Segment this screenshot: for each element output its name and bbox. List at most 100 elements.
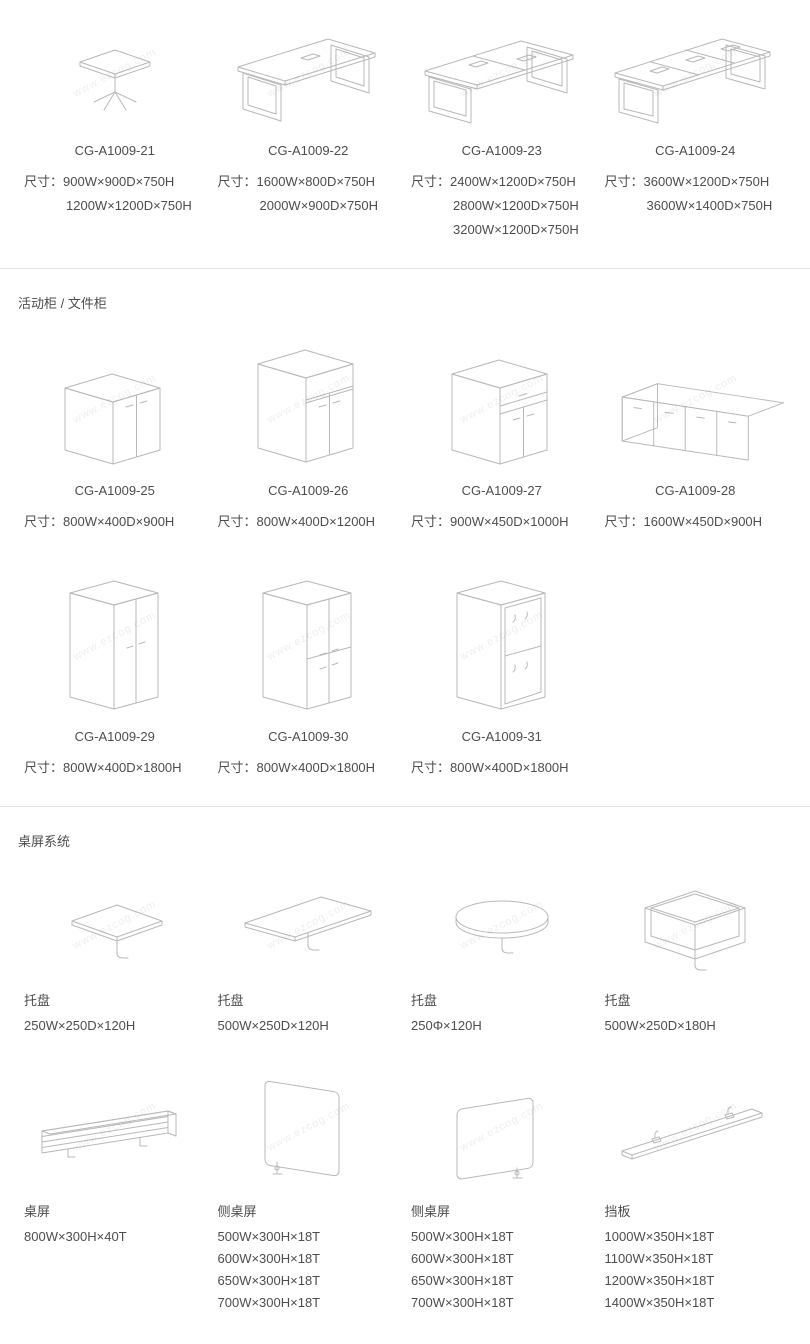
product-code: CG-A1009-29 [74, 729, 155, 744]
image-baffle-panel [621, 1106, 763, 1160]
product-figure: www.ezcog.com [24, 338, 206, 470]
dimension-line: 尺寸：800W×400D×1200H [218, 510, 400, 534]
product-code: CG-A1009-28 [655, 483, 736, 498]
dimension-prefix: 尺寸： [411, 514, 451, 529]
dimension-text: 1000W×350H×18T [604, 1229, 715, 1244]
cabinets-row-2: www.ezcog.com CG-A1009-29 尺寸：800W×400D×1… [18, 568, 792, 780]
dimension-line: 700W×300H×18T [218, 1292, 400, 1314]
product-dimensions: 尺寸：800W×400D×1200H [218, 510, 400, 534]
product-card: www.ezcog.com CG-A1009-23 [405, 22, 599, 242]
product-dimensions: 尺寸：800W×400D×1800H [24, 756, 206, 780]
dimension-prefix: 尺寸： [217, 174, 257, 189]
dimension-line: 尺寸：1600W×800D×750H [218, 170, 400, 194]
image-desk-bench-2 [424, 40, 574, 124]
product-figure: www.ezcog.com [24, 876, 206, 978]
product-figure: www.ezcog.com [24, 1071, 206, 1189]
dimension-line: 500W×300H×18T [218, 1226, 400, 1248]
dimension-text: 1600W×450D×900H [643, 514, 763, 529]
dimension-line: 500W×300H×18T [411, 1226, 593, 1248]
product-dimensions: 尺寸：900W×450D×1000H [411, 510, 593, 534]
product-figure: www.ezcog.com [411, 22, 593, 130]
dimension-text: 250Φ×120H [411, 1018, 482, 1033]
section-divider [0, 268, 810, 269]
dimension-line: 650W×300H×18T [218, 1270, 400, 1292]
section-title: 桌屏系统 [18, 834, 71, 849]
image-cabinet-2door-low [64, 373, 161, 465]
image-tray-rect [244, 896, 372, 951]
section-cabinets: 活动柜 / 文件柜 www.ezcog.com CG-A1009-25 [18, 293, 792, 780]
image-tray-square [71, 904, 163, 959]
dimension-line: 500W×250D×180H [605, 1015, 787, 1037]
product-dimensions: 尺寸：3600W×1200D×750H 3600W×1400D×750H [605, 170, 787, 218]
dimension-text: 800W×400D×900H [63, 514, 175, 529]
dimension-prefix: 尺寸： [411, 174, 451, 189]
product-figure: www.ezcog.com [218, 22, 400, 130]
image-side-screen-2 [456, 1097, 534, 1180]
dimension-line: 3200W×1200D×750H [411, 218, 593, 242]
dimension-line: 2000W×900D×750H [218, 194, 400, 218]
dimension-line: 800W×300H×40T [24, 1226, 206, 1248]
dimension-prefix: 尺寸： [24, 760, 64, 775]
dimension-line: 尺寸：800W×400D×1800H [218, 756, 400, 780]
product-figure: www.ezcog.com [411, 568, 593, 716]
product-label: 托盘 [24, 993, 51, 1008]
product-figure: www.ezcog.com [218, 1071, 400, 1189]
desks-row: www.ezcog.com CG-A1009-21 尺寸：900W×900D [18, 22, 792, 242]
image-credenza-4door [621, 383, 784, 461]
dimension-text: 650W×300H×18T [411, 1273, 514, 1288]
dimension-text: 800W×400D×1800H [256, 760, 376, 775]
dimension-text: 700W×300H×18T [411, 1295, 514, 1310]
dimension-line: 尺寸：900W×450D×1000H [411, 510, 593, 534]
product-card: www.ezcog.com CG-A1009-21 尺寸：900W×900D [18, 22, 212, 218]
product-label: 桌屏 [24, 1204, 51, 1219]
dimension-text: 2400W×1200D×750H [450, 174, 576, 189]
product-figure: www.ezcog.com [411, 338, 593, 470]
cabinets-row-1: www.ezcog.com CG-A1009-25 尺寸：800W×400D×9… [18, 338, 792, 534]
product-card: www.ezcog.com CG-A1009-27 [405, 338, 599, 534]
product-figure: www.ezcog.com [411, 1071, 593, 1189]
product-code: CG-A1009-24 [655, 143, 736, 158]
dimension-text: 250W×250D×120H [24, 1018, 136, 1033]
product-dimensions: 500W×250D×120H [218, 1015, 400, 1037]
product-card: www.ezcog.com 托盘 [599, 876, 793, 1037]
dimension-text: 800W×400D×1800H [63, 760, 182, 775]
product-dimensions: 800W×300H×40T [24, 1226, 206, 1248]
dimension-text: 3600W×1200D×750H [643, 174, 770, 189]
product-dimensions: 尺寸：800W×400D×1800H [411, 756, 593, 780]
dimension-text: 3200W×1200D×750H [453, 222, 579, 237]
dimension-text: 600W×300H×18T [217, 1251, 321, 1266]
product-label: 托盘 [604, 993, 631, 1008]
image-desk-screen [41, 1110, 177, 1158]
dimension-prefix: 尺寸： [24, 174, 64, 189]
section-screens: 桌屏系统 www.ezcog.com 托盘 250W×250D×120H [18, 831, 792, 1314]
product-label: 托盘 [411, 993, 438, 1008]
dimension-line: 2800W×1200D×750H [411, 194, 593, 218]
dimension-text: 1100W×350H×18T [604, 1251, 714, 1266]
image-wardrobe-tall [69, 580, 159, 710]
dimension-text: 1600W×800D×750H [256, 174, 376, 189]
dimension-text: 500W×250D×120H [217, 1018, 329, 1033]
dimension-line: 1400W×350H×18T [605, 1292, 787, 1314]
product-dimensions: 尺寸：900W×900D×750H 1200W×1200D×750H [24, 170, 206, 218]
dimension-prefix: 尺寸： [217, 760, 257, 775]
dimension-text: 500W×250D×180H [604, 1018, 716, 1033]
dimension-text: 800W×400D×1800H [450, 760, 569, 775]
product-card: www.ezcog.com 挡板 1000W×350H×18T 1100W×35… [599, 1071, 793, 1314]
product-dimensions: 尺寸：800W×400D×1800H [218, 756, 400, 780]
product-card: www.ezcog.com 侧桌屏 500W×300H×18T 600W×300… [405, 1071, 599, 1314]
product-dimensions: 尺寸：1600W×450D×900H [605, 510, 787, 534]
product-figure: www.ezcog.com [24, 568, 206, 716]
dimension-text: 500W×300H×18T [217, 1229, 321, 1244]
dimension-line: 尺寸：800W×400D×1800H [411, 756, 593, 780]
product-dimensions: 1000W×350H×18T 1100W×350H×18T 1200W×350H… [605, 1226, 787, 1314]
dimension-text: 800W×400D×1200H [256, 514, 376, 529]
panels-row: www.ezcog.com 桌屏 800W×300H×40T [18, 1071, 792, 1314]
dimension-line: 1100W×350H×18T [605, 1248, 787, 1270]
dimension-line: 1000W×350H×18T [605, 1226, 787, 1248]
product-card: www.ezcog.com CG-A1009-25 尺寸：800W×400D×9… [18, 338, 212, 534]
product-dimensions: 尺寸：2400W×1200D×750H 2800W×1200D×750H 320… [411, 170, 593, 242]
dimension-line: 3600W×1400D×750H [605, 194, 787, 218]
dimension-line: 250Φ×120H [411, 1015, 593, 1037]
section-desks: www.ezcog.com CG-A1009-21 尺寸：900W×900D [18, 22, 792, 242]
product-figure: www.ezcog.com [605, 1071, 787, 1189]
